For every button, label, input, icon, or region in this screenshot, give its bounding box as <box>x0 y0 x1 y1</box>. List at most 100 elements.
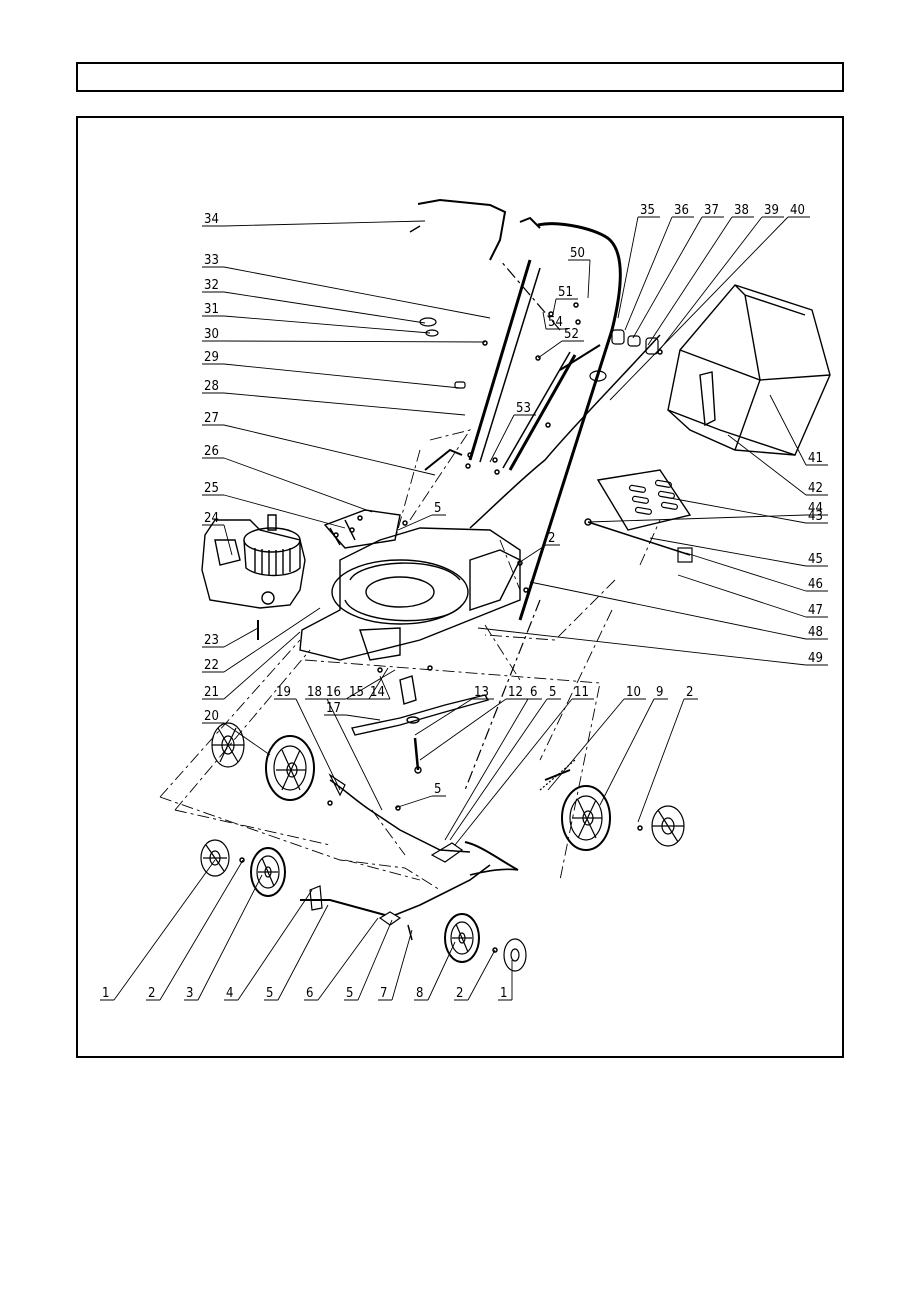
leader-line <box>223 220 426 227</box>
part-number-text: 35 <box>640 203 655 218</box>
wheel-rear-right <box>561 785 685 851</box>
part-number-text: 6 <box>530 685 537 700</box>
part-number-text: 23 <box>204 633 219 648</box>
part-label-53: 53 <box>489 401 536 463</box>
part-label-48: 48 <box>529 581 828 640</box>
part-label-20: 20 <box>202 709 271 756</box>
part-number-text: 31 <box>204 302 219 317</box>
part-label-5e: 5 <box>344 919 393 1001</box>
part-number-text: 5 <box>549 685 556 700</box>
part-number-text: 41 <box>808 451 823 466</box>
part-label-2d: 2 <box>454 949 496 1001</box>
part-label-10: 10 <box>547 685 646 791</box>
leader-line <box>223 722 271 756</box>
leader-line <box>669 497 807 524</box>
leader-line <box>537 340 563 359</box>
part-number-text: 45 <box>808 552 823 567</box>
leader-line <box>449 698 548 841</box>
part-number-text: 30 <box>204 327 219 342</box>
part-label-2a: 2 <box>637 685 698 823</box>
rear-flap <box>587 469 693 563</box>
part-number-text: 6 <box>306 986 313 1001</box>
leader-line <box>632 216 703 339</box>
part-label-51: 51 <box>552 285 578 315</box>
header-box <box>76 62 844 92</box>
part-label-49: 49 <box>477 627 828 666</box>
part-number-text: 13 <box>474 685 489 700</box>
leader-line <box>685 552 807 592</box>
part-label-23: 23 <box>202 627 259 648</box>
part-label-31: 31 <box>202 302 431 334</box>
part-number-text: 26 <box>204 444 219 459</box>
leader-line <box>113 859 216 1001</box>
part-label-14: 14 <box>368 675 391 700</box>
assembly-guides <box>159 429 661 891</box>
part-number-text: 47 <box>808 603 823 618</box>
part-label-5d: 5 <box>264 904 329 1001</box>
part-number-text: 24 <box>204 511 219 526</box>
leader-line <box>769 394 807 466</box>
leader-line <box>609 216 789 401</box>
part-label-54: 54 <box>542 311 568 330</box>
part-number-text: 12 <box>508 685 523 700</box>
part-label-38: 38 <box>647 203 754 346</box>
leader-line <box>427 941 456 1001</box>
part-label-1a: 1 <box>100 859 216 1001</box>
part-number-text: 29 <box>204 350 219 365</box>
part-label-44: 44 <box>587 501 828 523</box>
leader-line <box>345 714 381 721</box>
leader-line <box>649 537 807 567</box>
leader-line <box>397 514 433 531</box>
part-label-47: 47 <box>677 574 828 618</box>
part-number-text: 49 <box>808 651 823 666</box>
part-number-text: 22 <box>204 658 219 673</box>
wheel-front-left <box>200 839 286 897</box>
part-label-26: 26 <box>202 444 373 513</box>
part-label-6b: 6 <box>304 917 379 1001</box>
leader-line <box>677 574 807 618</box>
leader-line <box>317 917 379 1001</box>
leader-line <box>519 544 547 563</box>
diagram-frame <box>76 116 844 1058</box>
part-number-text: 19 <box>276 685 291 700</box>
part-number-text: 10 <box>626 685 641 700</box>
leader-line <box>624 216 673 331</box>
drawing: 3433323130292827262524232221201918171615… <box>100 198 831 1001</box>
engine <box>201 514 306 640</box>
part-number-text: 1 <box>500 986 507 1001</box>
leader-line <box>223 631 301 700</box>
leader-line <box>223 291 426 324</box>
part-label-30: 30 <box>202 327 486 343</box>
part-number-text: 20 <box>204 709 219 724</box>
part-label-45: 45 <box>649 537 828 567</box>
part-label-18: 18 <box>305 685 383 811</box>
part-label-16: 16 <box>324 669 396 700</box>
part-label-5b: 5 <box>397 501 446 531</box>
part-label-1b: 1 <box>498 960 513 1001</box>
height-adjuster <box>328 759 576 871</box>
part-number-text: 18 <box>307 685 322 700</box>
part-label-2b: 2 <box>519 531 560 563</box>
leader-line <box>599 698 655 806</box>
leader-line <box>326 698 383 811</box>
part-number-text: 53 <box>516 401 531 416</box>
part-label-22: 22 <box>202 607 321 673</box>
part-label-5c: 5 <box>394 782 446 809</box>
part-label-37: 37 <box>632 203 724 339</box>
part-number-text: 9 <box>656 685 663 700</box>
part-label-27: 27 <box>202 411 436 476</box>
part-label-6a: 6 <box>444 685 542 841</box>
part-label-42: 42 <box>727 434 828 496</box>
part-number-text: 36 <box>674 203 689 218</box>
leader-line <box>394 795 433 809</box>
part-number-text: 27 <box>204 411 219 426</box>
part-label-32: 32 <box>202 278 426 324</box>
leader-line <box>419 698 507 761</box>
part-label-5a: 5 <box>449 685 561 841</box>
leader-line <box>223 494 346 529</box>
part-number-text: 16 <box>326 685 341 700</box>
part-label-24: 24 <box>202 511 233 556</box>
leader-line <box>223 524 233 556</box>
part-number-text: 50 <box>570 246 585 261</box>
